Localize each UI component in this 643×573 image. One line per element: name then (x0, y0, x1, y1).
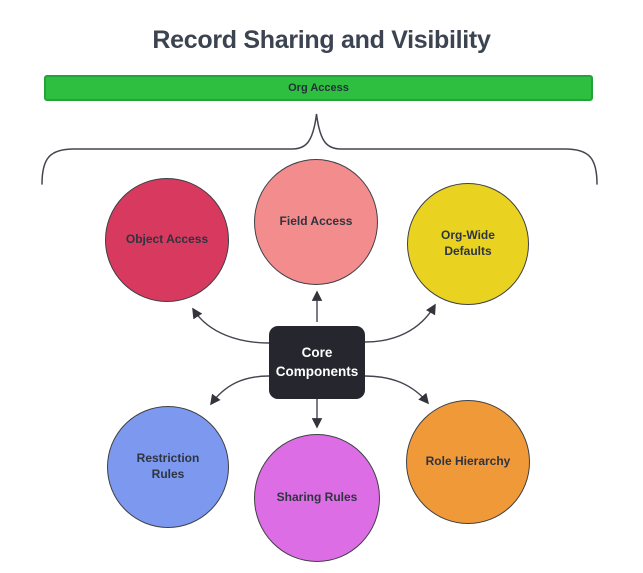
edge-core-to-restriction-rules (210, 375, 270, 406)
node-core-components: Core Components (269, 326, 365, 399)
node-role-hierarchy: Role Hierarchy (406, 400, 530, 524)
page-title: Record Sharing and Visibility (152, 26, 491, 54)
node-object-access: Object Access (105, 178, 229, 302)
node-org-wide-defaults: Org-Wide Defaults (407, 183, 529, 305)
node-role-hierarchy-label: Role Hierarchy (425, 454, 511, 469)
node-core-components-label: Core Components (275, 345, 359, 379)
node-org-wide-defaults-label: Org-Wide Defaults (441, 228, 495, 258)
org-access-bar: Org Access (44, 75, 593, 101)
brace (41, 113, 598, 185)
org-access-label: Org Access (288, 82, 349, 94)
edge-core-to-org-wide-defaults (364, 303, 436, 343)
node-restriction-rules: Restriction Rules (107, 406, 229, 528)
edge-core-to-object-access (192, 307, 270, 344)
node-field-access: Field Access (254, 159, 378, 285)
node-sharing-rules-label: Sharing Rules (276, 490, 358, 505)
node-sharing-rules: Sharing Rules (254, 434, 380, 562)
edge-core-to-role-hierarchy (364, 375, 430, 405)
node-restriction-rules-label: Restriction Rules (136, 451, 200, 481)
node-object-access-label: Object Access (125, 232, 209, 247)
node-field-access-label: Field Access (279, 214, 353, 229)
